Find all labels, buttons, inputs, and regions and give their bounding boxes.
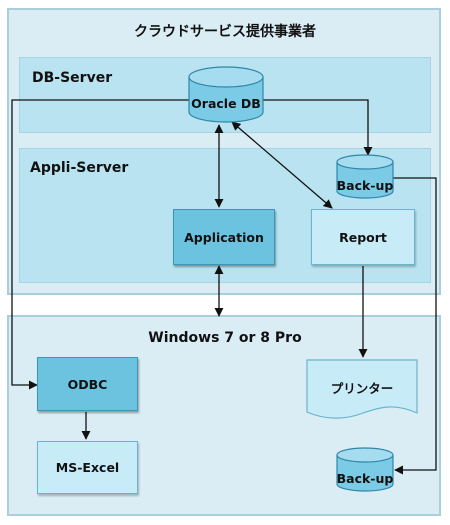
odbc-box: ODBC	[37, 357, 138, 411]
report-box: Report	[311, 209, 415, 265]
client-backup-label: Back-up	[336, 471, 394, 486]
cloud-provider-title: クラウドサービス提供事業者	[134, 24, 316, 40]
printer-label: プリンター	[330, 381, 394, 396]
backup-to-client-backup-connector	[393, 177, 437, 475]
application-box: Application	[173, 209, 275, 265]
db-to-odbc-connector	[11, 99, 190, 390]
server-backup-cylinder	[336, 154, 394, 199]
server-backup-label: Back-up	[336, 178, 394, 193]
client-backup-cylinder	[336, 447, 394, 492]
ms-excel-box: MS-Excel	[37, 441, 138, 494]
printer-document-shape	[306, 359, 418, 419]
appli-server-label: Appli-Server	[30, 160, 129, 176]
db-server-label: DB-Server	[32, 70, 113, 86]
oracle-db-label: Oracle DB	[191, 96, 261, 111]
db-to-backup-connector	[262, 99, 373, 156]
client-title: Windows 7 or 8 Pro	[148, 330, 302, 346]
db-report-connector	[231, 121, 333, 209]
oracle-db-cylinder	[188, 66, 264, 123]
